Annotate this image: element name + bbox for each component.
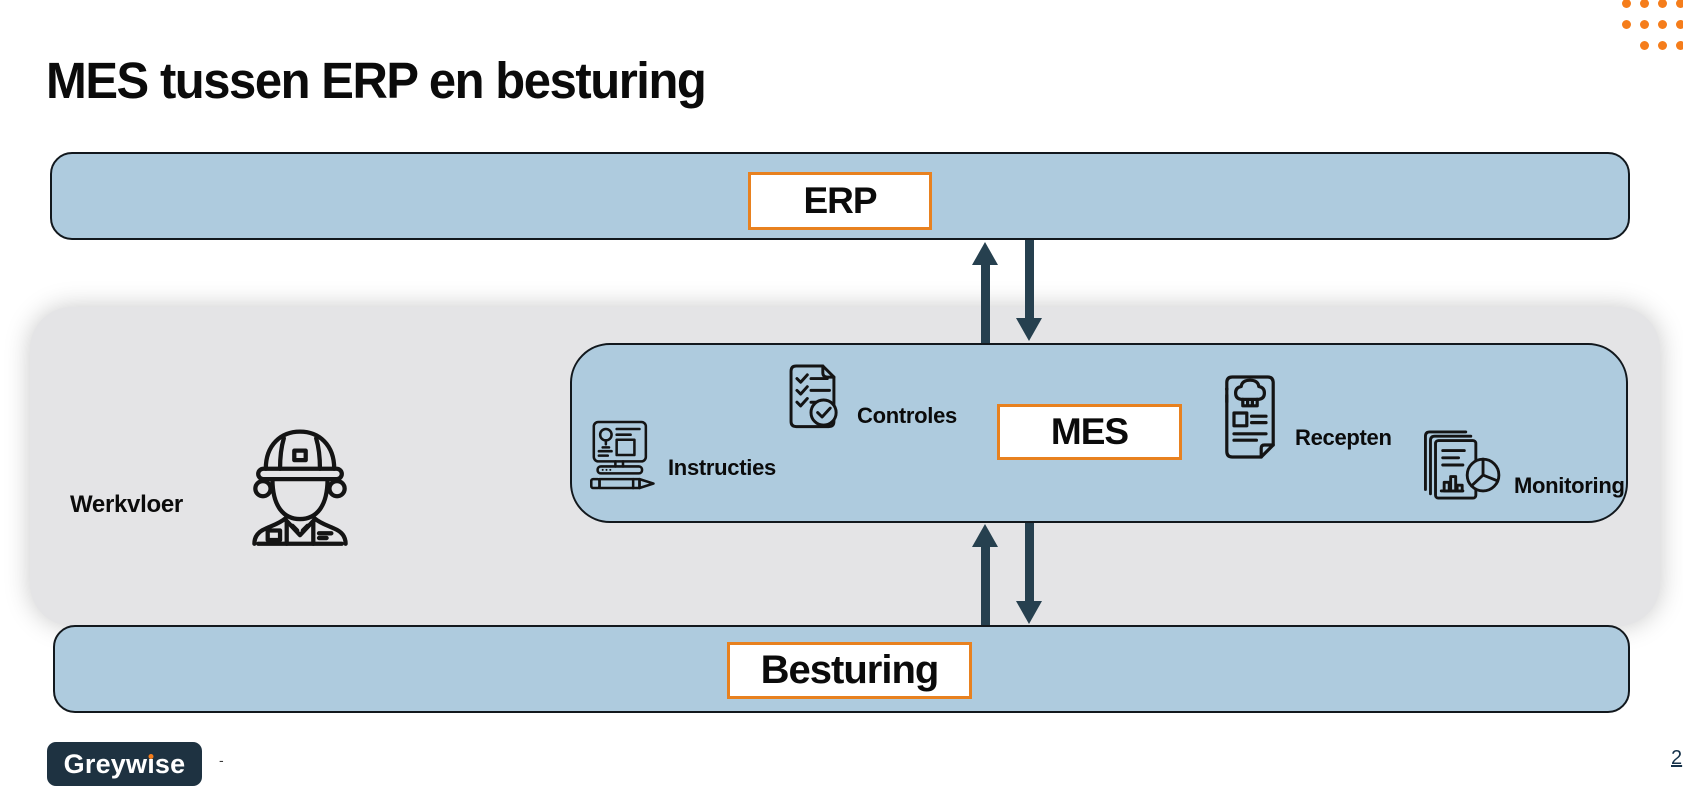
orange-dot [1621,0,1631,8]
orange-dot [1675,20,1683,29]
greywise-logo-text-post: se [154,748,186,779]
footer-separator: - [219,752,224,768]
orange-dot [1657,41,1667,50]
feature-label-instructies: Instructies [668,455,776,480]
arrow-down-erp-to-mes [1015,240,1043,341]
arrow-head [972,242,998,265]
checklist-icon [789,364,838,429]
feature-instructies: Instructies [590,417,776,493]
orange-dot [1639,0,1649,8]
greywise-logo-text-pre: Greyw [63,748,148,779]
slide-title: MES tussen ERP en besturing [46,52,707,109]
besturing-label: Besturing [760,648,940,692]
greywise-logo-dotted-i: ı [147,748,155,779]
orange-dot [1657,20,1667,29]
feature-label-recepten: Recepten [1295,425,1392,450]
orange-dot [1657,0,1667,8]
orange-dot [1639,20,1649,29]
arrow-head [1016,318,1042,341]
feature-controles: Controles [777,363,957,437]
feature-label-controles: Controles [857,403,957,428]
arrow-head [1016,601,1042,624]
recipe-icon [1225,375,1275,459]
arrow-shaft [1024,523,1034,601]
report-charts-icon [1424,430,1501,500]
feature-recepten: Recepten [1217,373,1392,461]
page-number: 2 [1671,747,1683,769]
erp-label: ERP [803,180,877,221]
mes-layer-box: Instructies Controles MES [570,343,1628,523]
dots-pattern-decoration [1617,0,1683,56]
arrow-shaft [1024,240,1034,318]
orange-dot [1675,41,1683,50]
feature-monitoring: Monitoring [1418,429,1625,501]
arrow-down-mes-to-besturing [1015,523,1043,624]
arrow-shaft [980,547,990,625]
besturing-label-box: Besturing [727,642,972,699]
computer-instructions-icon [590,420,655,490]
arrow-head [972,524,998,547]
orange-dot [1639,41,1649,50]
mes-label: MES [1050,411,1129,452]
arrow-up-besturing-to-mes [971,524,999,625]
arrow-up-mes-to-erp [971,242,999,343]
feature-label-monitoring: Monitoring [1514,473,1625,498]
werkvloer-label: Werkvloer [70,491,183,518]
orange-dot [1621,20,1631,29]
erp-label-box: ERP [748,172,932,230]
arrow-shaft [980,265,990,343]
mes-label-box: MES [997,404,1182,460]
orange-dot [1675,0,1683,8]
construction-worker-icon [252,429,348,546]
